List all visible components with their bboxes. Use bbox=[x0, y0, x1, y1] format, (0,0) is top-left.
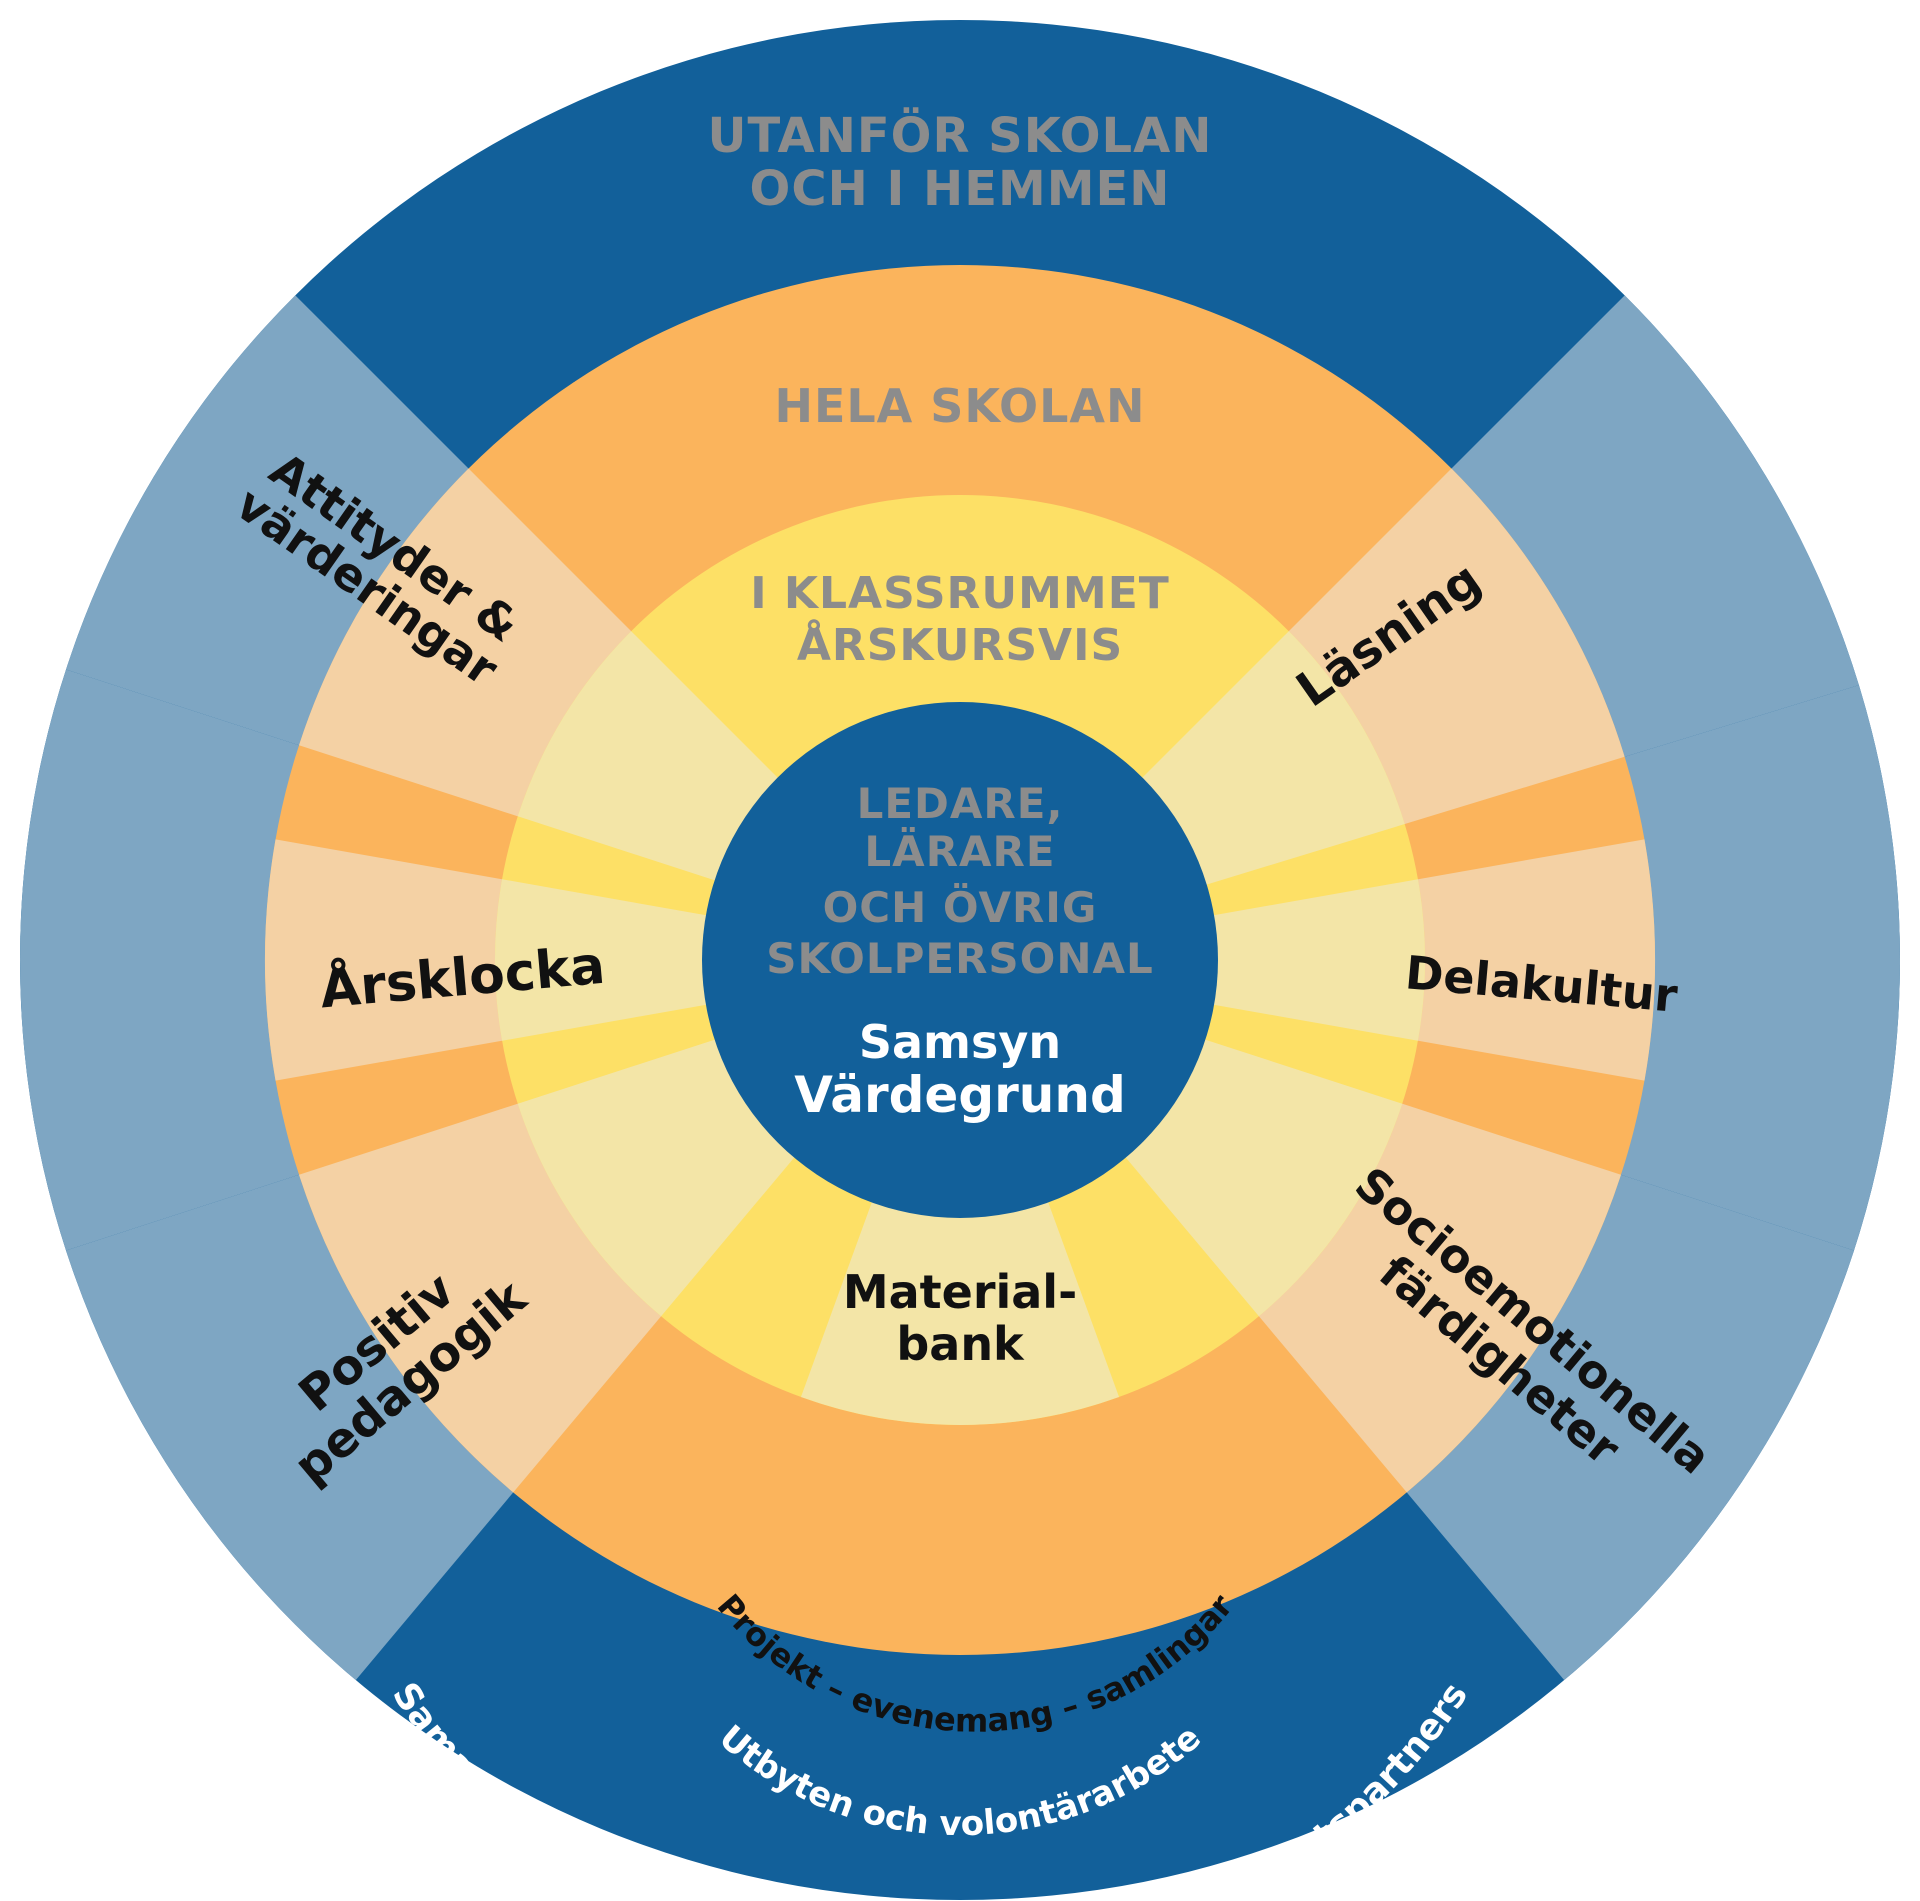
outer-ring-title-line2: OCH I HEMMEN bbox=[750, 161, 1171, 217]
sector-material-line2: bank bbox=[896, 1317, 1025, 1371]
school-ring-title: HELA SKOLAN bbox=[774, 379, 1145, 433]
center-title-line4: SKOLPERSONAL bbox=[766, 934, 1154, 983]
center-title-line2: LÄRARE bbox=[864, 826, 1055, 876]
center-title-line1: LEDARE, bbox=[857, 779, 1064, 828]
center-circle bbox=[702, 702, 1218, 1218]
sector-material-line1: Material- bbox=[843, 1265, 1077, 1319]
classroom-ring-title-line1: I KLASSRUMMET bbox=[750, 568, 1170, 619]
center-title-line3: OCH ÖVRIG bbox=[823, 882, 1098, 932]
outer-ring-title-line1: UTANFÖR SKOLAN bbox=[708, 107, 1213, 164]
center-samsyn: Samsyn bbox=[859, 1015, 1061, 1069]
classroom-ring-title-line2: ÅRSKURSVIS bbox=[797, 618, 1123, 671]
center-vardegrund: Värdegrund bbox=[794, 1066, 1126, 1124]
